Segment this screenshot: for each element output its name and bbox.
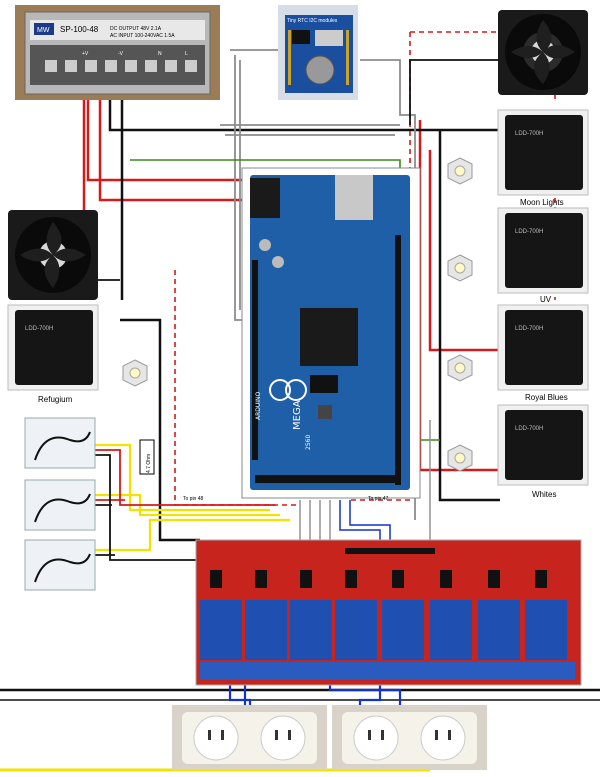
power-supply: MW SP-100-48 DC OUTPUT 48V 2.1A AC INPUT… [15, 5, 220, 100]
rtc-label: Tiny RTC I2C modules [287, 18, 338, 24]
arduino-mega: ARDUINO MEGA 2560 [241, 167, 421, 499]
svg-text:LDD-700H: LDD-700H [515, 326, 543, 332]
psu-terminal-v-minus: -V [118, 51, 124, 57]
led-driver-uv: LDD-700H [497, 207, 589, 294]
led-driver-whites: LDD-700H [497, 404, 589, 486]
psu-terminal-l: L [185, 51, 188, 57]
psu-model: SP-100-48 [60, 25, 99, 34]
temp-sensor-3 [24, 539, 96, 591]
temp-sensor-2 [24, 479, 96, 531]
resistor-label: 4.7 Ohm [146, 454, 152, 473]
psu-dc-spec: DC OUTPUT 48V 2.1A [110, 26, 162, 32]
psu-terminals [45, 60, 197, 72]
led-driver-moon: LDD-700H [497, 109, 589, 196]
label-uv: UV [540, 295, 552, 304]
outlet-right [332, 705, 487, 770]
psu-terminal-n: N [158, 51, 162, 57]
svg-text:LDD-700H: LDD-700H [515, 229, 543, 235]
led-star-whites [447, 444, 473, 472]
led-driver-refugium: LDD-700H [7, 304, 99, 391]
label-to-pin-48: To pin 48 [183, 496, 204, 502]
label-to-pin-47: To pin 47 [368, 496, 389, 502]
temp-sensor-1 [24, 417, 96, 469]
label-moon-lights: Moon Lights [520, 198, 564, 207]
label-refugium: Refugium [38, 395, 73, 404]
led-star-royal [447, 354, 473, 382]
led-driver-royal: LDD-700H [497, 304, 589, 391]
label-whites: Whites [532, 490, 556, 499]
relay-board [195, 539, 582, 686]
fan-left [8, 210, 98, 300]
svg-text:LDD-700H: LDD-700H [515, 131, 543, 137]
led-star-moon [447, 157, 473, 185]
outlet-left [172, 705, 327, 770]
label-royal-blues: Royal Blues [525, 393, 568, 402]
psu-terminal-v-plus: +V [82, 51, 89, 57]
fan-top-right [498, 10, 588, 95]
led-star-refugium [122, 359, 148, 387]
psu-brand: MW [37, 27, 50, 34]
svg-text:LDD-700H: LDD-700H [25, 326, 53, 332]
arduino-sub: 2560 [305, 435, 312, 450]
svg-text:LDD-700H: LDD-700H [515, 426, 543, 432]
arduino-model: MEGA [292, 400, 303, 430]
psu-ac-spec: AC INPUT 100-240VAC 1.5A [110, 33, 175, 39]
led-star-uv [447, 254, 473, 282]
arduino-brand: ARDUINO [255, 391, 262, 420]
rtc-module: Tiny RTC I2C modules [278, 5, 358, 100]
resistor [139, 439, 155, 475]
